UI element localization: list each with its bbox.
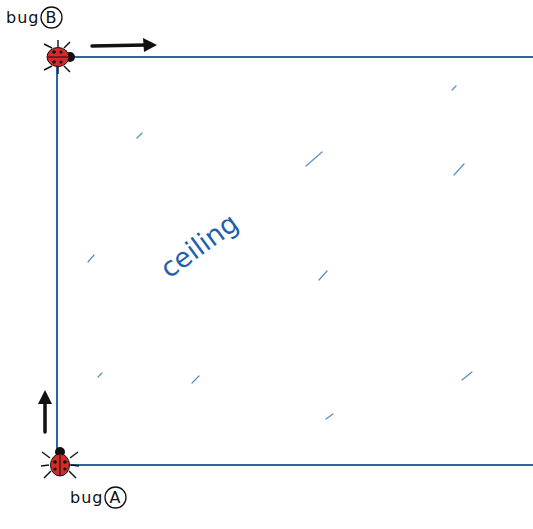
area-label: ceiling [154, 207, 244, 284]
bug-label: bug A [70, 488, 121, 507]
bug-label: bug B [6, 8, 58, 27]
arrow-up [38, 390, 52, 432]
letter-circle [41, 7, 62, 28]
bug-a-symbol [41, 447, 79, 478]
ceiling-area: ceiling [56, 56, 533, 466]
letter-circle [105, 487, 126, 508]
bug-b-symbol [44, 40, 75, 74]
arrow-right [92, 38, 157, 52]
ceiling-hatching [88, 86, 472, 419]
letter-circles [41, 7, 126, 508]
